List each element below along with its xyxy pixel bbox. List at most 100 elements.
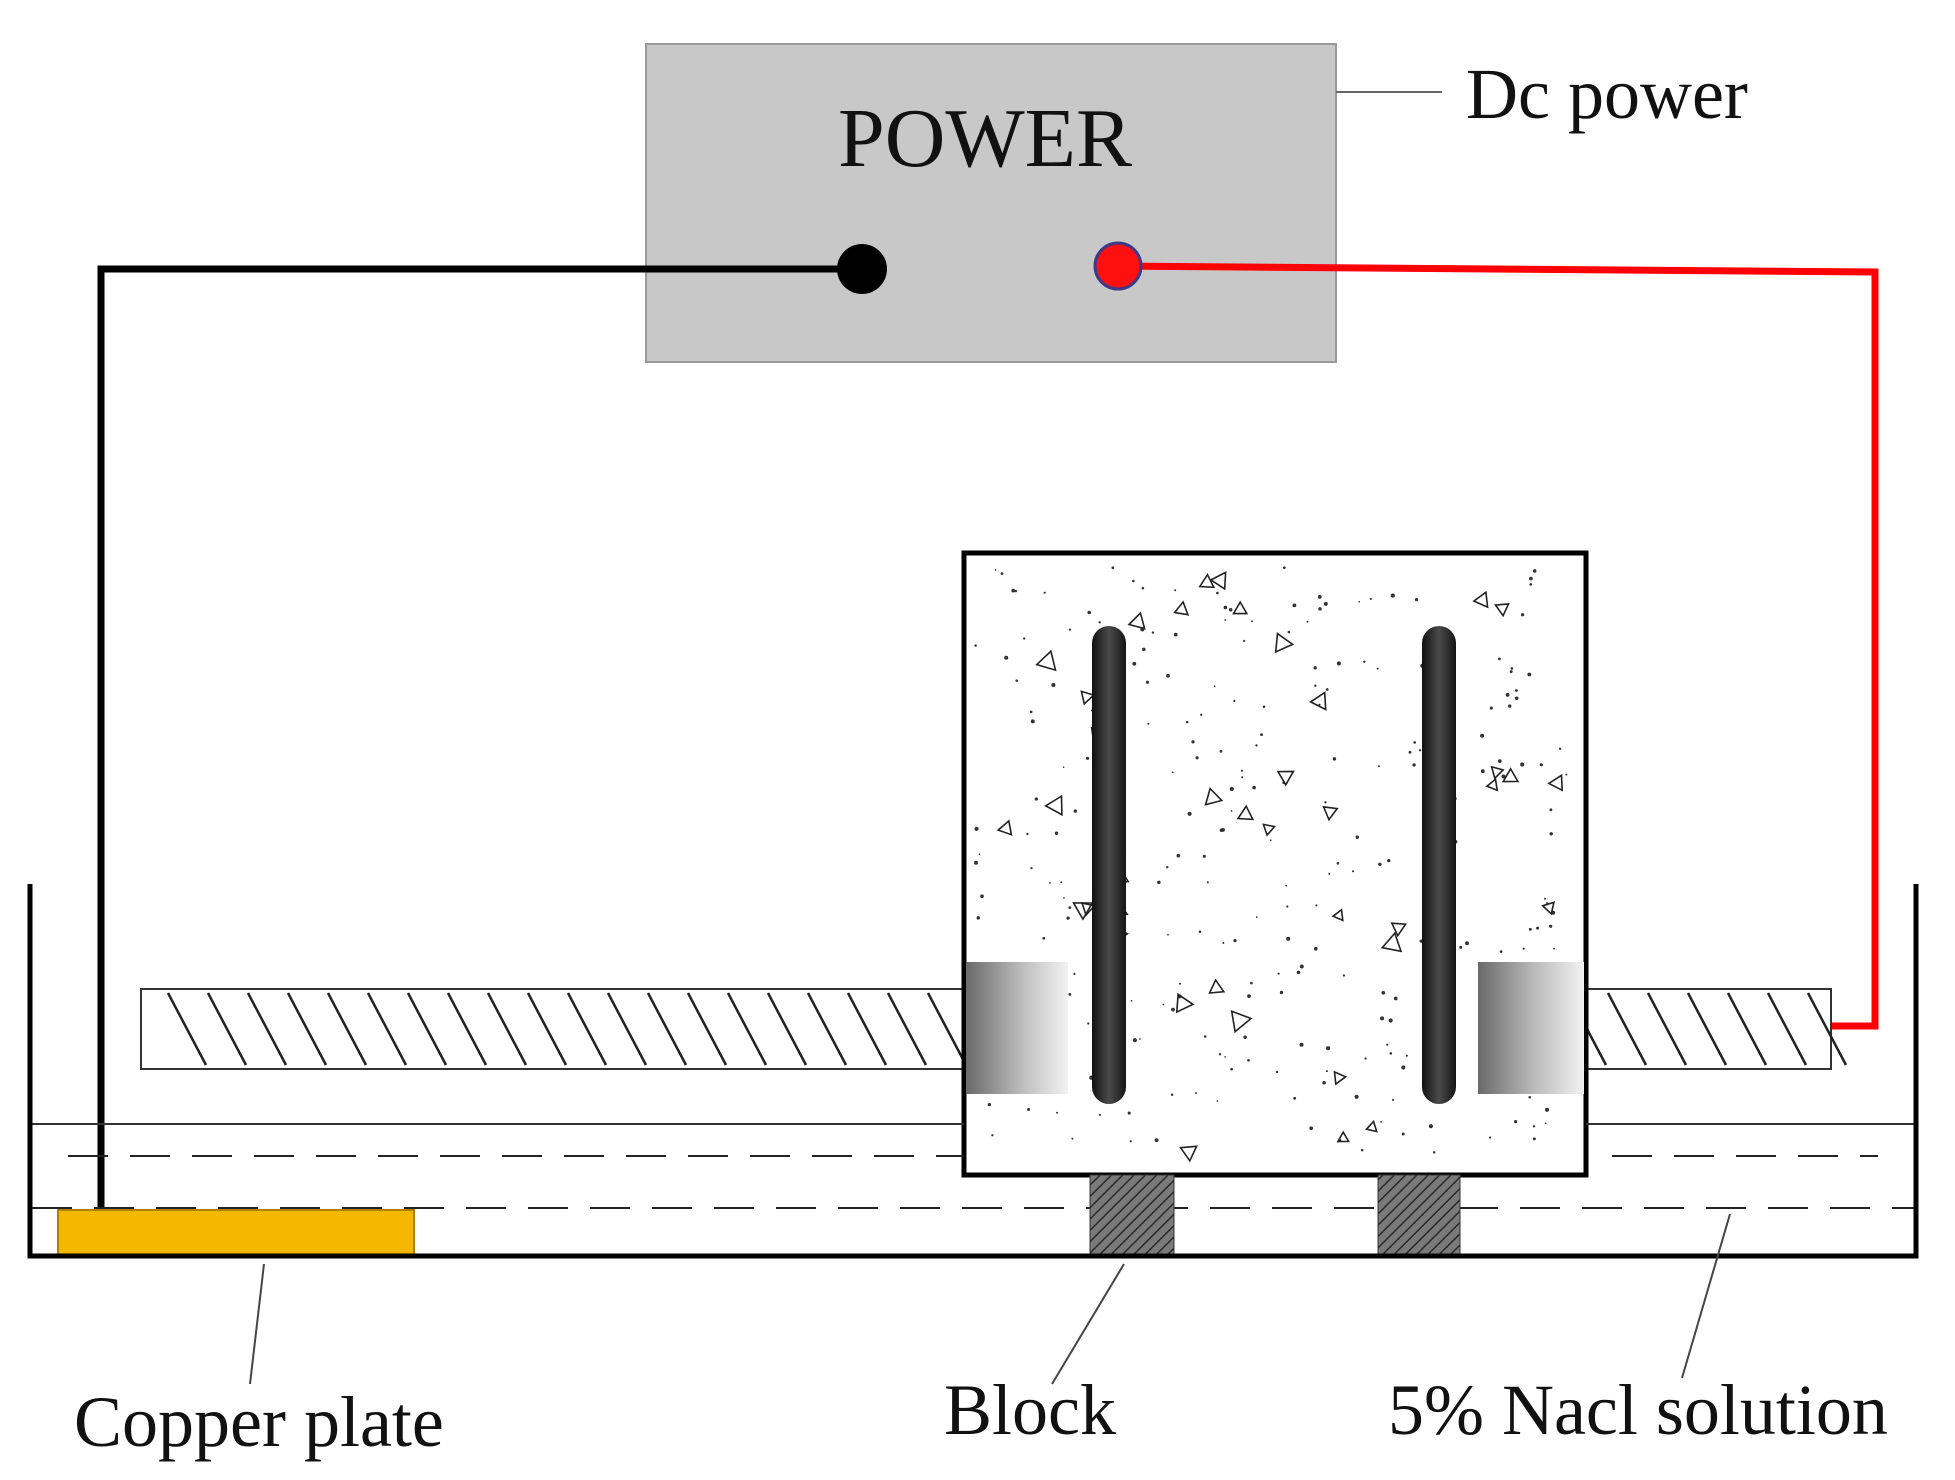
concrete-sand-dot (1195, 756, 1199, 760)
concrete-aggregate (1208, 978, 1226, 994)
concrete-sand-dot (1389, 1052, 1393, 1055)
concrete-sand-dot (1240, 769, 1243, 772)
concrete-aggregate (1364, 1119, 1378, 1133)
concrete-sand-dot (1332, 757, 1337, 761)
concrete-sand-dot (1252, 785, 1256, 790)
concrete-aggregate (1179, 1145, 1198, 1163)
concrete-sand-dot (974, 826, 979, 831)
rebar-sleeve-right (1478, 962, 1584, 1094)
concrete-sand-dot (1129, 1140, 1132, 1143)
concrete-sand-dot (987, 1102, 992, 1107)
concrete-sand-dot (1241, 776, 1244, 779)
concrete-sand-dot (1004, 655, 1009, 660)
rebar-thread (486, 992, 528, 1066)
concrete-sand-dot (1324, 801, 1327, 804)
concrete-sand-dot (1549, 808, 1553, 812)
positive-wire (1117, 262, 1879, 1030)
concrete-aggregate (1080, 690, 1096, 706)
concrete-sand-dot (976, 916, 981, 920)
concrete-sand-dot (1202, 854, 1206, 858)
concrete-sand-dot (1243, 639, 1246, 642)
concrete-sand-dot (1390, 593, 1395, 598)
concrete-sand-dot (1073, 972, 1076, 975)
concrete-sand-dot (1528, 1095, 1531, 1099)
concrete-sand-dot (1063, 897, 1065, 899)
concrete-sand-dot (1499, 950, 1503, 953)
concrete-aggregate (1331, 908, 1344, 922)
concrete-sand-dot (1206, 881, 1209, 884)
concrete-aggregate (1380, 931, 1403, 953)
concrete-sand-dot (1023, 637, 1026, 640)
negative-wire (97, 265, 862, 1210)
concrete-sand-dot (1529, 576, 1533, 581)
concrete-sand-dot (1505, 692, 1510, 697)
concrete-sand-dot (1314, 684, 1317, 687)
rebar-thread (1606, 992, 1648, 1066)
concrete-sand-dot (1465, 941, 1469, 946)
concrete-aggregate (1276, 770, 1295, 787)
concrete-aggregate (1390, 922, 1408, 938)
concrete-sand-dot (1157, 880, 1161, 885)
concrete-sand-dot (1073, 809, 1077, 813)
concrete-sand-dot (1328, 872, 1331, 875)
concrete-sand-dot (1027, 1107, 1031, 1112)
concrete-sand-dot (1326, 1046, 1331, 1051)
concrete-sand-dot (1432, 1151, 1436, 1154)
concrete-sand-dot (1222, 941, 1225, 945)
concrete-sand-dot (1218, 1053, 1222, 1056)
concrete-sand-dot (1285, 884, 1288, 887)
concrete-sand-dot (1198, 930, 1202, 934)
rebar-thread (1686, 992, 1728, 1066)
concrete-sand-dot (1378, 765, 1380, 768)
concrete-sand-dot (1510, 667, 1514, 670)
rebar-thread (606, 992, 648, 1066)
concrete-sand-dot (1269, 839, 1272, 842)
concrete-aggregate (1485, 777, 1499, 792)
concrete-sand-dot (1162, 1003, 1165, 1006)
concrete-sand-dot (1262, 705, 1266, 709)
concrete-sand-dot (1364, 1057, 1367, 1060)
concrete-sand-dot (1098, 1113, 1102, 1116)
concrete-sand-dot (1233, 938, 1237, 943)
concrete-aggregate (1044, 794, 1063, 817)
concrete-sand-dot (1501, 774, 1506, 779)
concrete-sand-dot (1369, 597, 1372, 601)
concrete-sand-dot (1296, 970, 1301, 975)
concrete-sand-dot (1544, 1122, 1547, 1125)
concrete-sand-dot (1223, 605, 1228, 610)
concrete-sand-dot (1489, 706, 1493, 710)
concrete-sand-dot (1293, 1096, 1297, 1100)
concrete-aggregate (1547, 773, 1564, 792)
concrete-sand-dot (1428, 1124, 1433, 1129)
concrete-sand-dot (1250, 981, 1253, 985)
concrete-sand-dot (1414, 598, 1419, 602)
concrete-sand-dot (1191, 740, 1195, 744)
rebar-thread (326, 992, 368, 1066)
concrete-sand-dot (1529, 583, 1533, 586)
concrete-sand-dot (1322, 1080, 1326, 1085)
concrete-sand-dot (1151, 631, 1155, 634)
concrete-sand-dot (1391, 1098, 1395, 1101)
concrete-sand-dot (1318, 607, 1322, 611)
concrete-sand-dot (1387, 858, 1391, 863)
concrete-aggregate (1333, 1070, 1348, 1086)
concrete-sand-dot (1195, 1092, 1197, 1095)
concrete-sand-dot (1042, 936, 1046, 940)
concrete-sand-dot (1255, 744, 1258, 747)
concrete-sand-dot (1203, 1035, 1207, 1038)
concrete-sand-dot (1087, 610, 1091, 615)
concrete-sand-dot (1098, 621, 1101, 624)
concrete-sand-dot (1233, 699, 1236, 703)
concrete-sand-dot (1286, 905, 1289, 908)
concrete-aggregate (1541, 901, 1555, 916)
concrete-sand-dot (1260, 733, 1264, 737)
concrete-sand-dot (1292, 603, 1297, 608)
concrete-sand-dot (1043, 591, 1046, 594)
rebar-sleeve-left (966, 962, 1068, 1094)
concrete-sand-dot (1520, 762, 1525, 767)
concrete-sand-dot (1170, 1093, 1174, 1097)
concrete-sand-dot (1062, 766, 1065, 769)
concrete-sand-dot (1317, 595, 1322, 599)
rebar-thread (1646, 992, 1688, 1066)
concrete-sand-dot (1224, 1056, 1226, 1058)
